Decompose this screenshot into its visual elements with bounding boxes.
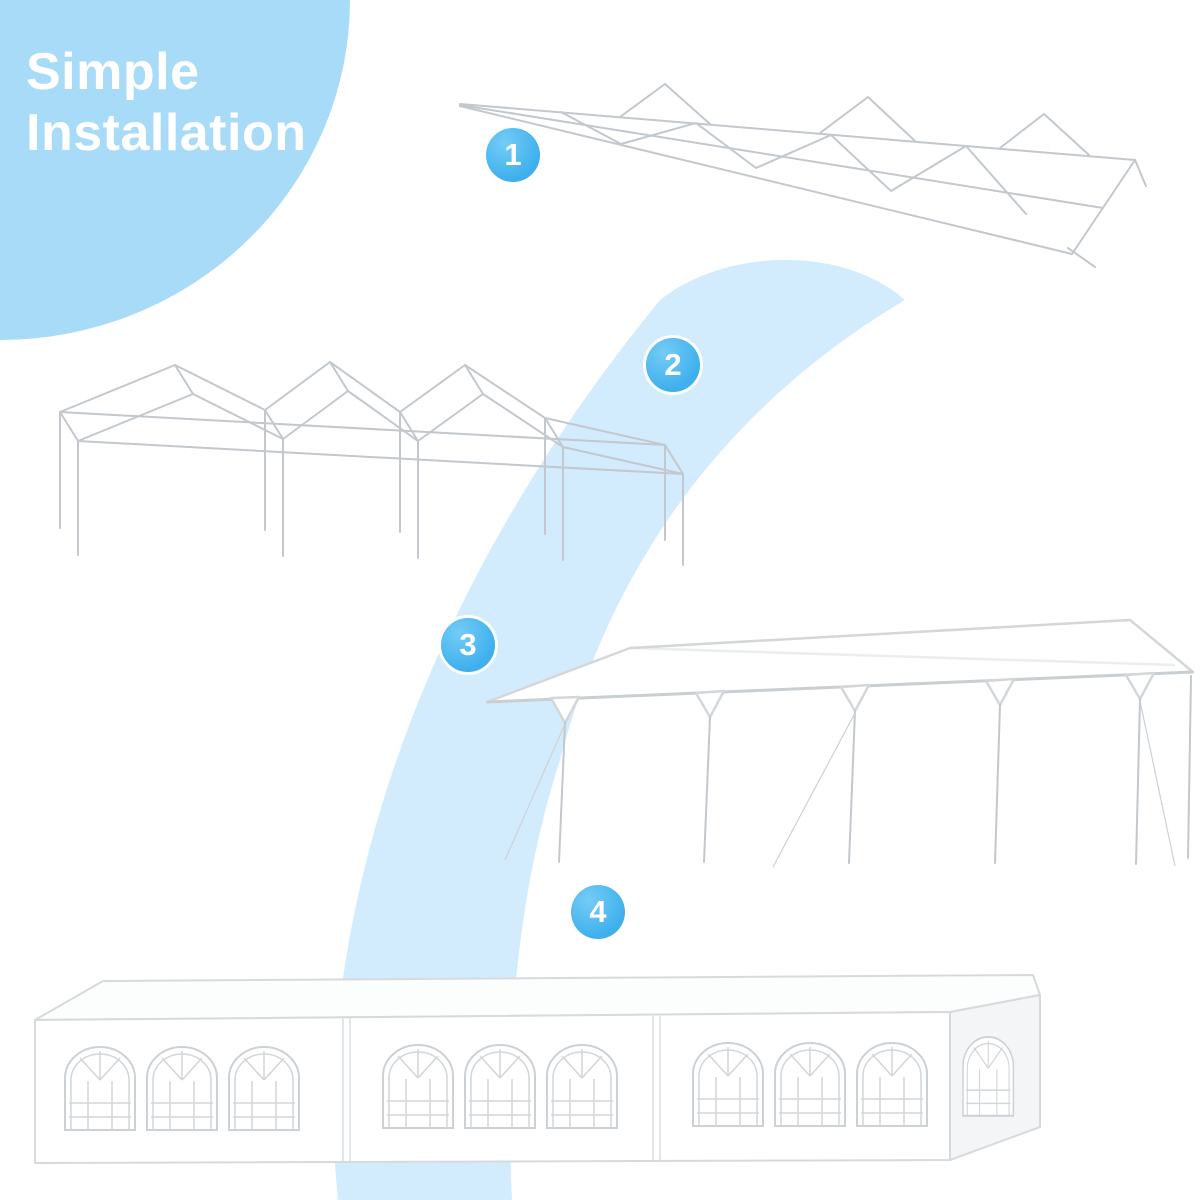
step-4-number: 4: [589, 894, 607, 929]
page-title: Simple Installation: [26, 43, 307, 163]
step-3-badge: 3: [441, 618, 495, 672]
step2-frame-standing-illustration: [59, 361, 684, 566]
step-4-badge: 4: [571, 885, 625, 939]
step-1-number: 1: [504, 137, 522, 172]
step-3-number: 3: [459, 627, 477, 662]
step-1-badge: 1: [486, 128, 540, 182]
step4-complete-tent-illustration: [34, 974, 1041, 1164]
step-2-number: 2: [664, 347, 682, 382]
step-2-badge: 2: [646, 338, 700, 392]
step1-frame-flat-illustration: [459, 83, 1147, 268]
step3-canopy-top-illustration: [485, 618, 1195, 868]
